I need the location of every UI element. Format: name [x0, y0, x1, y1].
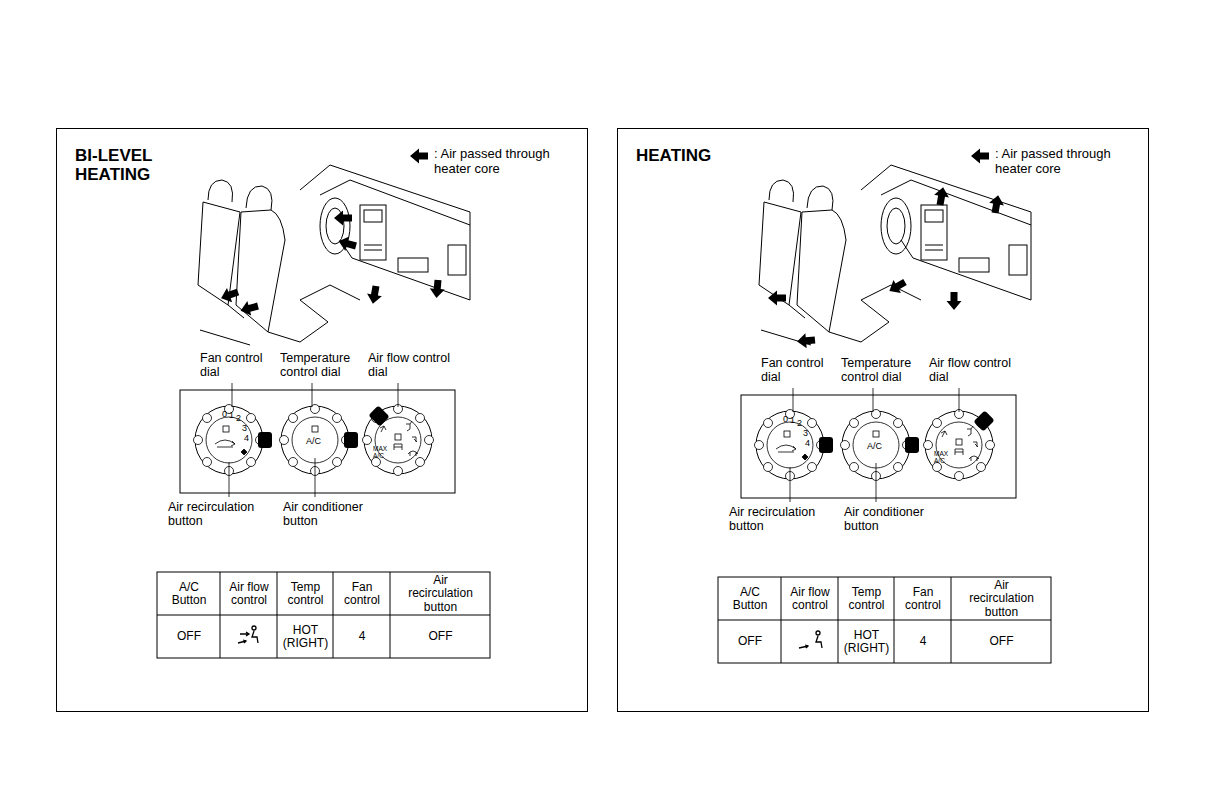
table-header: Temp control: [278, 573, 333, 615]
control-label: Air conditioner button: [844, 505, 948, 533]
fan-dial: 01234: [195, 406, 263, 474]
dial-marking: 0: [222, 410, 227, 419]
dial-marking: 1: [229, 411, 234, 420]
table-header: Fan control: [334, 573, 390, 615]
control-label: Air recirculation button: [729, 505, 844, 533]
control-label: Air recirculation button: [168, 500, 283, 528]
table-cell: OFF: [719, 621, 781, 663]
airflow-symbol: [799, 631, 822, 648]
table-header: A/C Button: [158, 573, 220, 615]
legend-text: : Air passed through heater core: [995, 147, 1123, 176]
dial-marking: MAX A/C: [934, 451, 950, 465]
table-cell: OFF: [952, 621, 1051, 663]
air-flow-dial: MAX A/C: [925, 411, 993, 479]
dial-marking: 4: [244, 434, 249, 443]
dial-marking: A/C: [306, 437, 321, 446]
legend-text: : Air passed through heater core: [434, 147, 562, 176]
table-header: A/C Button: [719, 578, 781, 620]
panel-title: BI-LEVEL HEATING: [75, 147, 165, 184]
air-flow-dial: MAX A/C: [364, 406, 432, 474]
dial-marking: 0: [783, 415, 788, 424]
control-label: Air flow control dial: [368, 351, 450, 379]
airflow-arrows: [768, 186, 1006, 349]
table-header: Fan control: [895, 578, 951, 620]
table-cell: 4: [895, 621, 951, 663]
table-cell: OFF: [391, 616, 490, 658]
airflow-symbol: [238, 626, 258, 643]
temperature-dial: A/C: [842, 411, 910, 479]
panel-box: HEATING01234A/CMAX A/C: [617, 128, 1149, 712]
control-label: Air flow control dial: [929, 356, 1011, 384]
table-cell: OFF: [158, 616, 220, 658]
table-header: Air recirculation button: [952, 578, 1051, 620]
dial-marking: 2: [797, 419, 802, 428]
dial-marking: MAX A/C: [373, 446, 389, 460]
control-label: Temperature control dial: [841, 356, 931, 384]
panel-box: BI-LEVEL HEATING01234A/CMAX A/C: [56, 128, 588, 712]
table-header: Air flow control: [782, 578, 838, 620]
dial-marking: 3: [803, 429, 808, 438]
table-header: Air recirculation button: [391, 573, 490, 615]
table-cell: 4: [334, 616, 390, 658]
fan-dial: 01234: [756, 411, 824, 479]
dial-marking: 4: [805, 439, 810, 448]
dial-marking: 2: [236, 414, 241, 423]
control-label: Air conditioner button: [283, 500, 387, 528]
temperature-dial: A/C: [281, 406, 349, 474]
table-cell: HOT (RIGHT): [839, 621, 894, 663]
dial-marking: A/C: [867, 442, 882, 451]
dial-marking: 3: [242, 424, 247, 433]
table-header: Temp control: [839, 578, 894, 620]
control-label: Temperature control dial: [280, 351, 370, 379]
control-label: Fan control dial: [761, 356, 833, 384]
airflow-arrows: [219, 211, 446, 318]
panel-title: HEATING: [636, 147, 726, 166]
dial-marking: 1: [790, 416, 795, 425]
control-label: Fan control dial: [200, 351, 272, 379]
table-cell: HOT (RIGHT): [278, 616, 333, 658]
table-header: Air flow control: [221, 573, 277, 615]
